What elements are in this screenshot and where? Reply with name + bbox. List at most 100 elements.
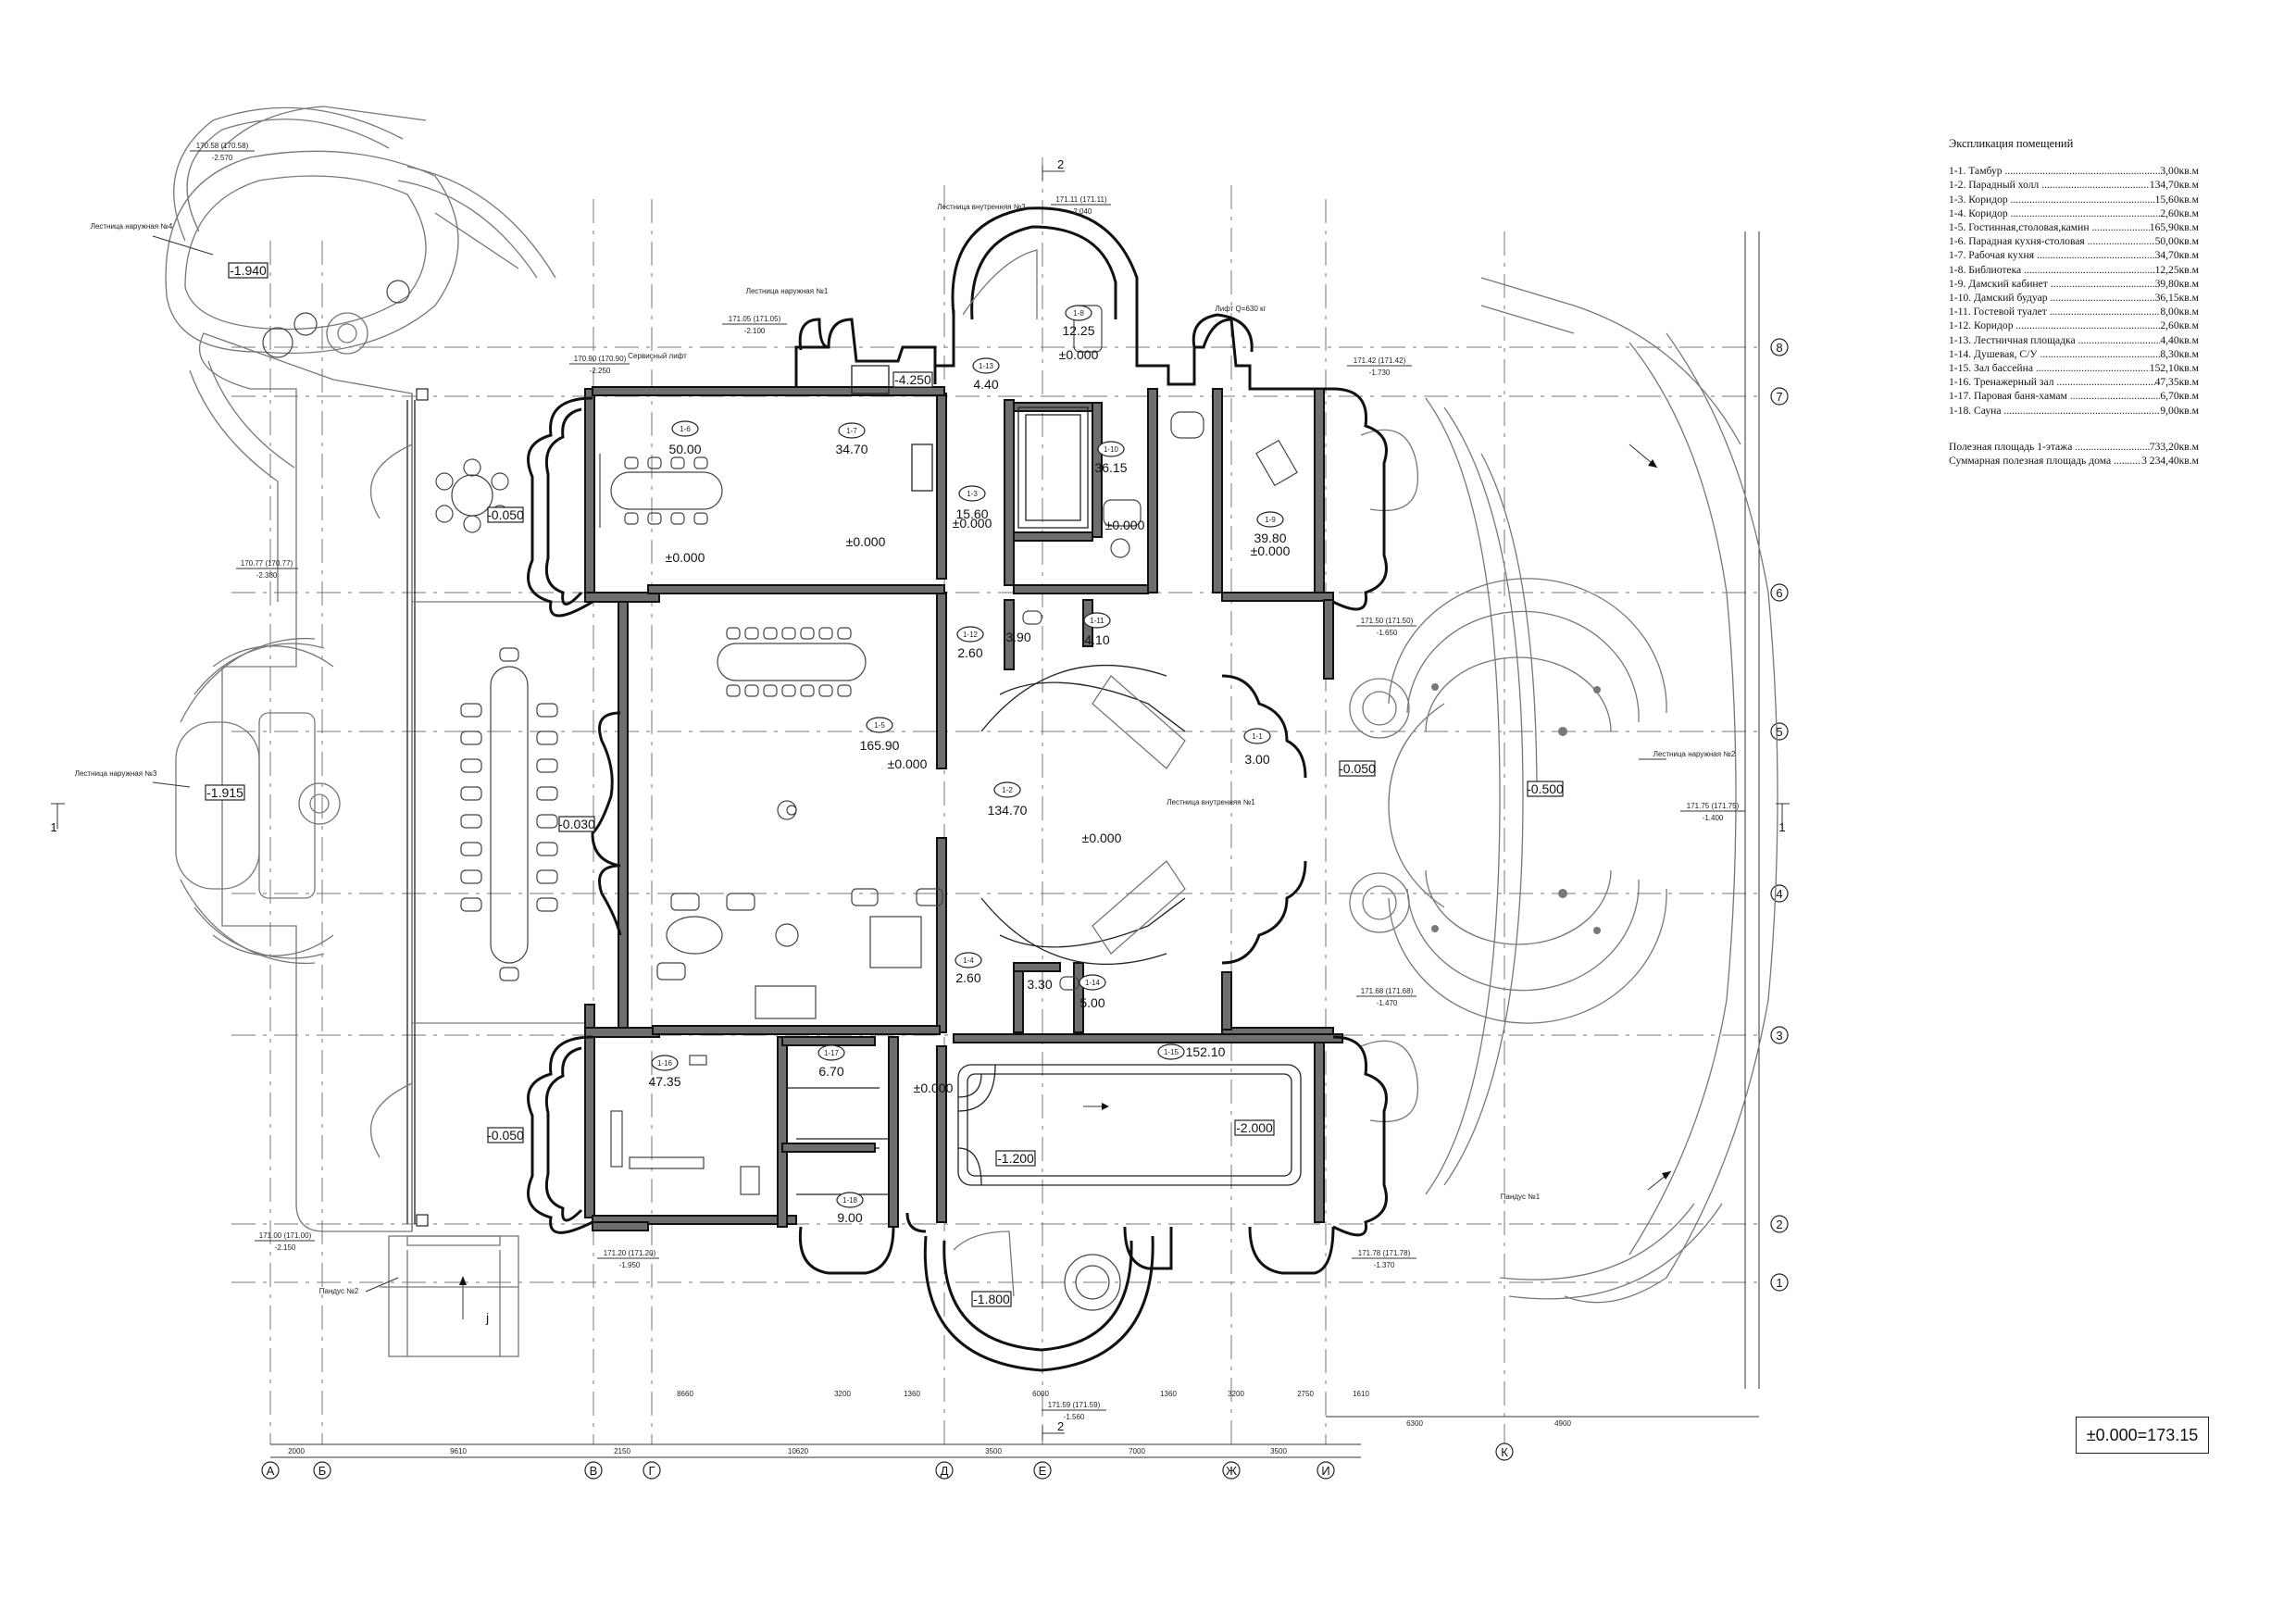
svg-text:-2.570: -2.570	[212, 154, 233, 162]
axis-bubbles-letters: А Б В Г Д Е Ж И К	[261, 1443, 1514, 1480]
svg-text:2: 2	[1776, 1218, 1782, 1231]
dimension-lines: 8660 3200 1360 6000 1360 3200 2750 1610 …	[270, 231, 1760, 1458]
level-marks: ±0.000 ±0.000 ±0.000 ±0.000 ±0.000 ±0.00…	[205, 262, 1564, 1307]
schedule-row: 1-2. Парадный холл134,70кв.м	[1949, 178, 2199, 192]
level-mark: ±0.000	[888, 756, 928, 771]
pool	[957, 1064, 1302, 1186]
svg-text:5: 5	[1776, 725, 1782, 739]
room-label: 1-42.60	[955, 952, 982, 985]
svg-text:171.00 (171.00): 171.00 (171.00)	[259, 1231, 312, 1240]
svg-text:47.35: 47.35	[648, 1074, 680, 1089]
schedule-row: 1-15. Зал бассейна152,10кв.м	[1949, 361, 2199, 375]
svg-text:4.10: 4.10	[1084, 632, 1109, 647]
schedule-row: 1-11. Гостевой туалет8,00кв.м	[1949, 305, 2199, 319]
level-mark: -4.250	[894, 372, 931, 387]
axis-bubble: 4	[1770, 884, 1789, 903]
room-label: 1-134.40	[972, 357, 1000, 392]
svg-text:7000: 7000	[1129, 1447, 1145, 1455]
elevation-note: 170.58 (170.58)-2.570	[190, 142, 255, 162]
schedule-row: 1-16. Тренажерный зал47,35кв.м	[1949, 375, 2199, 389]
axis-bubble: 8	[1770, 338, 1789, 356]
axis-bubble: 2	[1770, 1215, 1789, 1233]
room-label: 1-189.00	[836, 1192, 864, 1225]
axis-bubble: 7	[1770, 387, 1789, 406]
room-schedule-title: Экспликация помещений	[1949, 137, 2074, 150]
svg-text:Е: Е	[1039, 1464, 1047, 1478]
room-label: 1-14 5.00	[1079, 974, 1106, 1010]
svg-text:j: j	[485, 1310, 489, 1325]
svg-text:1-13: 1-13	[979, 362, 994, 370]
level-mark: ±0.000	[914, 1081, 954, 1095]
svg-text:171.78 (171.78): 171.78 (171.78)	[1358, 1249, 1411, 1257]
svg-text:4: 4	[1776, 887, 1782, 901]
schedule-row: 1-9. Дамский кабинет39,80кв.м	[1949, 277, 2199, 291]
svg-text:2.60: 2.60	[957, 645, 982, 660]
svg-text:3500: 3500	[985, 1447, 1002, 1455]
building-walls	[584, 310, 1343, 1231]
level-mark: ±0.000	[846, 534, 886, 549]
svg-text:10620: 10620	[788, 1447, 809, 1455]
svg-text:15.60: 15.60	[955, 506, 988, 521]
level-mark: -0.050	[487, 507, 524, 522]
axis-bubble: В	[584, 1461, 603, 1480]
level-mark: ±0.000	[1105, 518, 1145, 532]
svg-text:3200: 3200	[1228, 1390, 1244, 1398]
svg-text:5.00: 5.00	[1079, 995, 1104, 1010]
axis-bubble: А	[261, 1461, 280, 1480]
svg-text:1-1: 1-1	[1252, 732, 1263, 741]
svg-text:-1.470: -1.470	[1377, 999, 1398, 1007]
svg-text:50.00: 50.00	[668, 442, 701, 456]
left-terrace	[165, 106, 593, 1232]
svg-text:1610: 1610	[1353, 1390, 1369, 1398]
extra-area: 3.90	[1005, 630, 1030, 644]
svg-text:6000: 6000	[1032, 1390, 1049, 1398]
stair-int-1-label: Лестница внутренняя №1	[1167, 798, 1255, 806]
svg-text:-2.150: -2.150	[275, 1243, 296, 1252]
bay-windows	[527, 206, 1388, 1372]
svg-text:Б: Б	[318, 1464, 327, 1478]
svg-text:-2.250: -2.250	[590, 367, 611, 375]
axis-bubble: И	[1316, 1461, 1335, 1480]
svg-text:3200: 3200	[834, 1390, 851, 1398]
svg-text:1-6: 1-6	[680, 425, 691, 433]
service-lift-label: Сервисный лифт	[628, 352, 687, 360]
ramp-2-label: Пандус №2	[319, 1287, 359, 1295]
svg-text:1-14: 1-14	[1085, 979, 1101, 987]
svg-text:8660: 8660	[677, 1390, 693, 1398]
elevation-note: 171.78 (171.78) -1.370	[1352, 1249, 1416, 1269]
svg-text:В: В	[590, 1464, 598, 1478]
svg-text:2.60: 2.60	[955, 970, 980, 985]
section-markers: 2 2 1 1	[50, 157, 1790, 1441]
schedule-row: 1-14. Душевая, С/У8,30кв.м	[1949, 347, 2199, 361]
north-arrows: j	[459, 443, 1672, 1325]
svg-text:171.50 (171.50): 171.50 (171.50)	[1361, 617, 1414, 625]
elevation-note: 171.68 (171.68)-1.470	[1356, 987, 1416, 1007]
svg-text:6300: 6300	[1406, 1419, 1423, 1428]
schedule-row: 1-6. Парадная кухня-столовая50,00кв.м	[1949, 234, 2199, 248]
svg-text:171.11 (171.11): 171.11 (171.11)	[1055, 195, 1107, 204]
svg-text:134.70: 134.70	[988, 803, 1028, 818]
schedule-row: 1-1. Тамбур3,00кв.м	[1949, 164, 2199, 178]
axis-bubble: Д	[935, 1461, 954, 1480]
room-label: 1-812.25	[1062, 305, 1095, 338]
svg-text:1360: 1360	[904, 1390, 920, 1398]
zero-elevation-box: ±0.000=173.15	[2076, 1417, 2209, 1454]
svg-text:9610: 9610	[450, 1447, 467, 1455]
stair-ext-1-label: Лестница наружная №1	[746, 287, 829, 295]
svg-text:1360: 1360	[1160, 1390, 1177, 1398]
svg-text:-2.040: -2.040	[1071, 207, 1092, 216]
svg-text:-1.400: -1.400	[1703, 814, 1724, 822]
schedule-row: 1-17. Паровая баня-хамам6,70кв.м	[1949, 389, 2199, 403]
axis-bubble: 3	[1770, 1026, 1789, 1044]
svg-text:39.80: 39.80	[1254, 531, 1286, 545]
level-mark: -0.500	[1527, 781, 1564, 796]
column	[416, 388, 429, 401]
svg-text:170.90 (170.90): 170.90 (170.90)	[574, 355, 627, 363]
svg-text:Г: Г	[648, 1464, 655, 1478]
svg-text:171.59 (171.59): 171.59 (171.59)	[1048, 1401, 1101, 1409]
svg-text:-1.370: -1.370	[1374, 1261, 1395, 1269]
usable-total-row: Суммарная полезная площадь дома3 234,40к…	[1949, 454, 2199, 468]
schedule-row: 1-7. Рабочая кухня34,70кв.м	[1949, 248, 2199, 262]
